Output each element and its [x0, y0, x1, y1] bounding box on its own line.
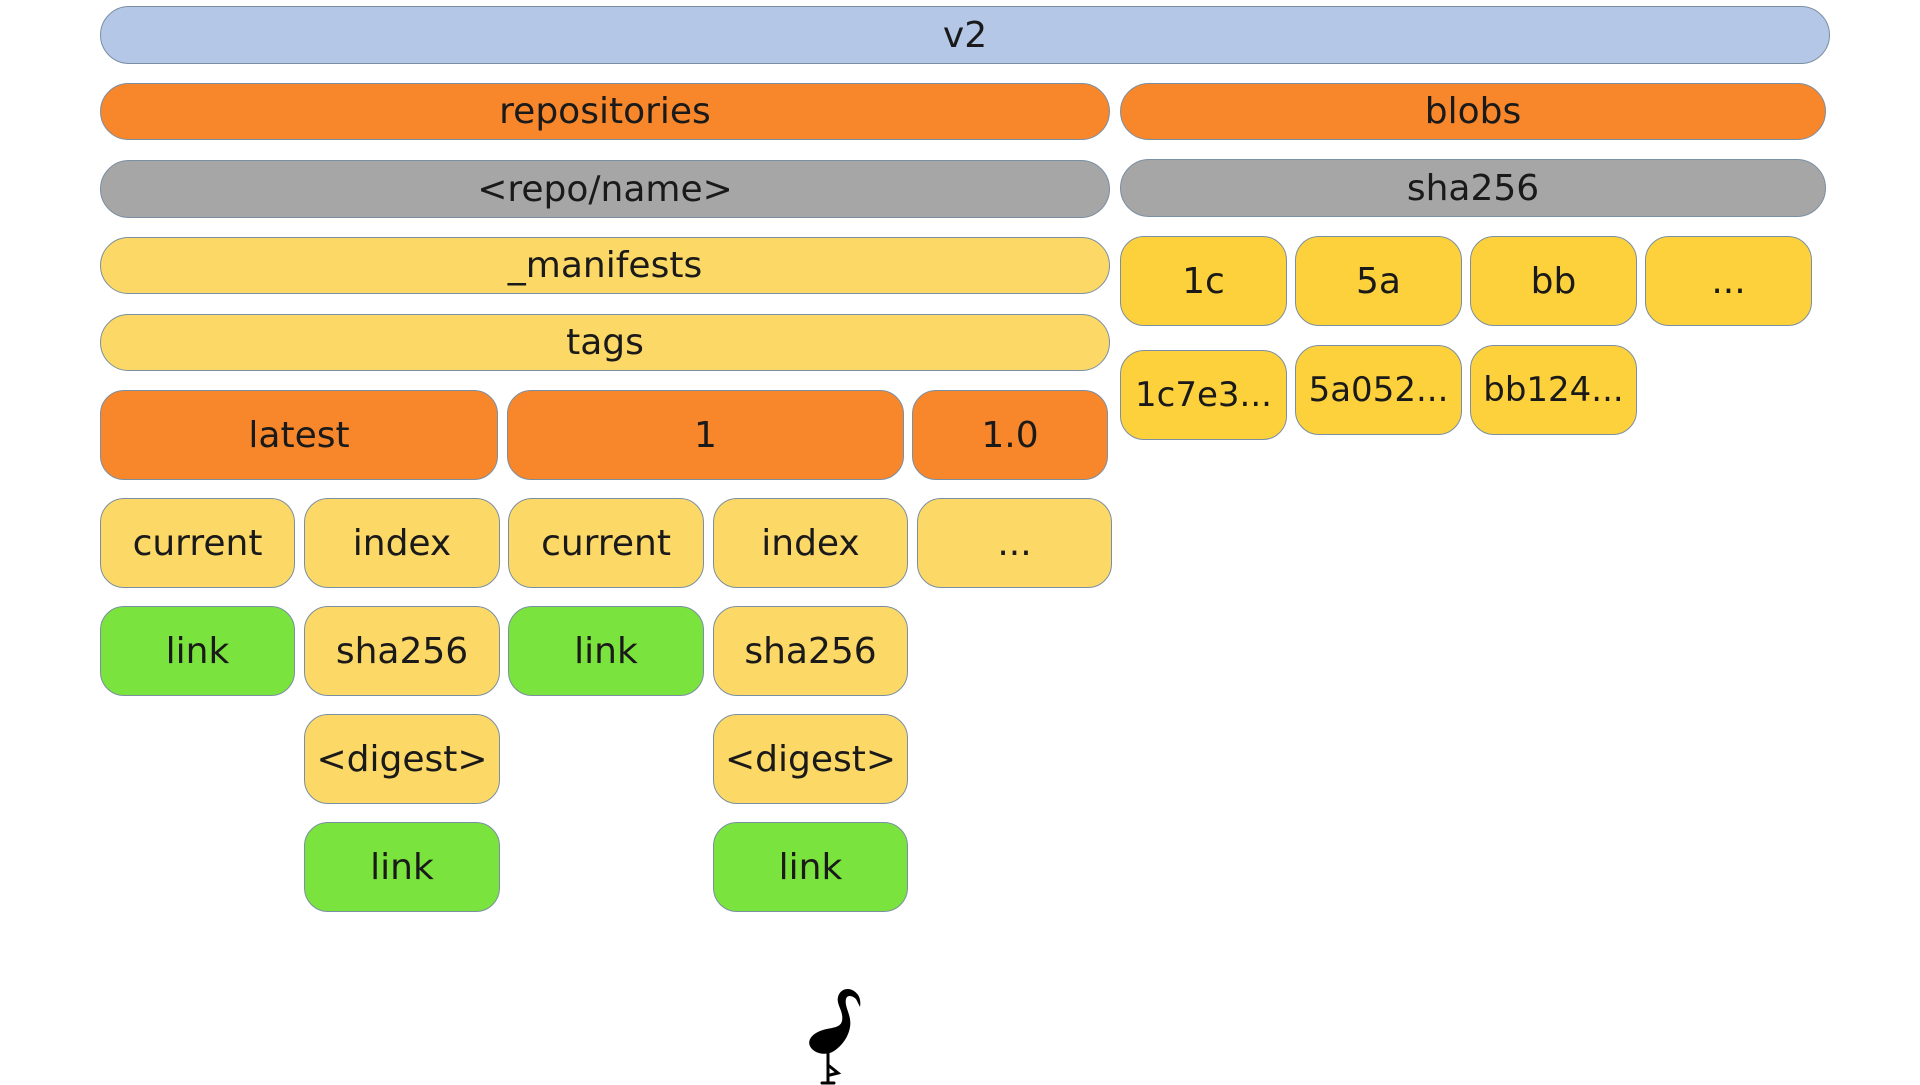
node-tag-latest: latest [100, 390, 498, 480]
node-latest-digest: <digest> [304, 714, 500, 804]
node-tag-1-0: 1.0 [912, 390, 1108, 480]
node-blobs-sha256: sha256 [1120, 159, 1826, 217]
node-v2: v2 [100, 6, 1830, 64]
node-blob-prefix-1c: 1c [1120, 236, 1287, 326]
node-blob-prefix-bb: bb [1470, 236, 1637, 326]
flamingo-icon [809, 989, 861, 1085]
node-blob-prefix-more: ... [1645, 236, 1812, 326]
node-blob-digest-1c7e3: 1c7e3... [1120, 350, 1287, 440]
node-1-current: current [508, 498, 704, 588]
node-1-digest-link: link [713, 822, 908, 912]
node-blob-digest-bb124: bb124... [1470, 345, 1637, 435]
node-tags: tags [100, 314, 1110, 371]
node-manifests: _manifests [100, 237, 1110, 294]
node-latest-current-link: link [100, 606, 295, 696]
node-repositories: repositories [100, 83, 1110, 140]
node-latest-index: index [304, 498, 500, 588]
node-1-index: index [713, 498, 908, 588]
node-1-index-sha256: sha256 [713, 606, 908, 696]
node-latest-index-sha256: sha256 [304, 606, 500, 696]
node-latest-current: current [100, 498, 295, 588]
node-tag-1: 1 [507, 390, 904, 480]
node-latest-digest-link: link [304, 822, 500, 912]
node-tags-more: ... [917, 498, 1112, 588]
node-1-digest: <digest> [713, 714, 908, 804]
node-blobs: blobs [1120, 83, 1826, 140]
node-repo-name: <repo/name> [100, 160, 1110, 218]
node-blob-digest-5a052: 5a052... [1295, 345, 1462, 435]
node-1-current-link: link [508, 606, 704, 696]
node-blob-prefix-5a: 5a [1295, 236, 1462, 326]
